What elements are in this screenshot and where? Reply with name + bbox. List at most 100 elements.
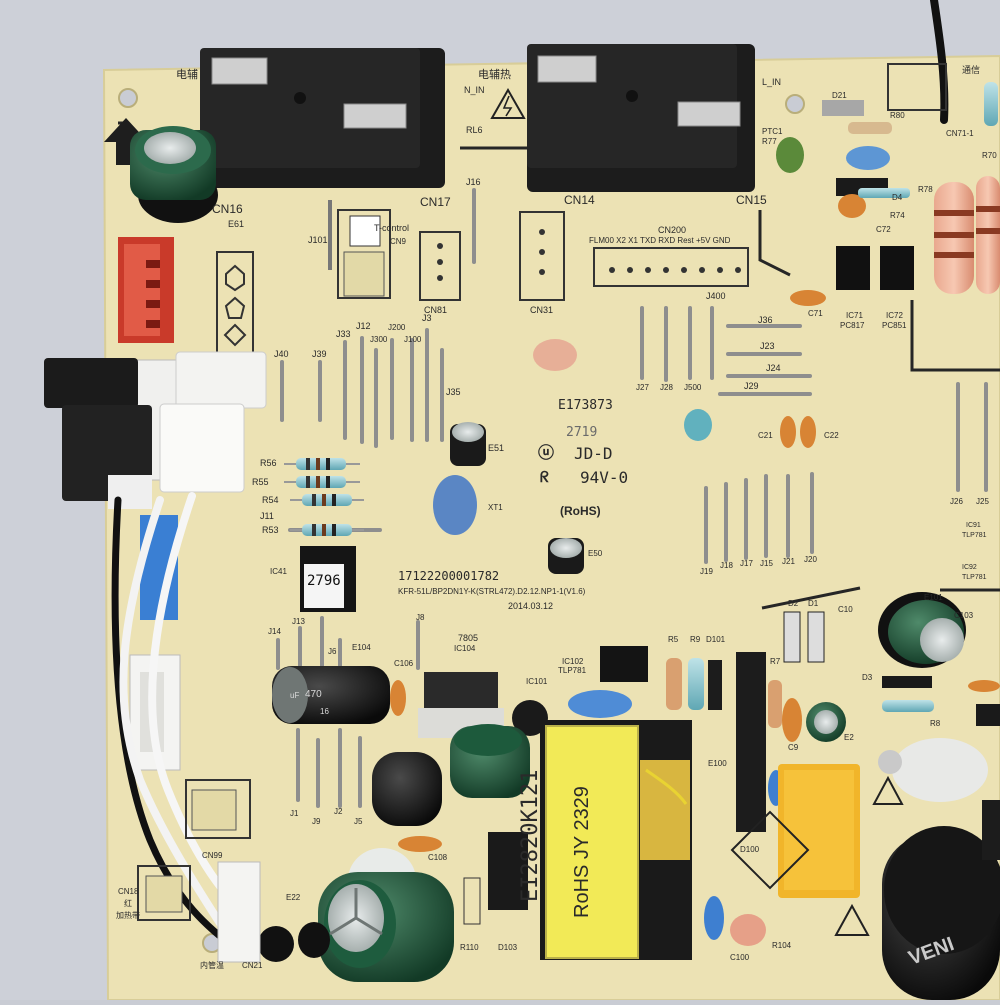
label-t-control: T-control [374,223,410,233]
label-d101: D101 [706,635,726,644]
label-c21: C21 [758,431,773,440]
warning-marks-bottom [730,775,904,936]
label-d1: D1 [808,599,819,608]
board-date-code: 2719 [566,425,598,440]
label-j15: J15 [760,559,773,568]
label-j16: J16 [466,177,481,187]
label-cn200-pins: FLM00 X2 X1 TXD RXD Rest +5V GND [589,236,731,245]
label-c103: C103 [954,611,974,620]
label-j6: J6 [328,647,337,656]
label-c100: C100 [730,953,750,962]
label-cn21: CN21 [242,961,263,970]
label-j21: J21 [782,557,795,566]
label-j8: J8 [416,613,425,622]
label-j27: J27 [636,383,649,392]
label-j13: J13 [292,617,305,626]
label-j23: J23 [760,341,775,351]
label-pc817: PC817 [840,321,865,330]
board-serial: E173873 [558,398,613,413]
label-l-in: L_IN [762,77,782,87]
label-cn18: CN18 [118,887,139,896]
label-r78: R78 [918,185,933,194]
label-tlp781-b: TLP781 [962,574,987,581]
label-j26: J26 [950,497,963,506]
mounting-hole [785,94,805,114]
label-c9: C9 [788,743,799,752]
label-ptc1: PTC1 [762,127,783,136]
relay-cn14-cn15 [527,44,755,192]
label-r74: R74 [890,211,905,220]
label-rl6: RL6 [466,125,483,135]
resistor-row [284,458,364,536]
label-c72: C72 [876,225,891,234]
arrow-mark [104,118,148,165]
red-connector [118,237,174,343]
label-d3: D3 [862,673,873,682]
label-cn15: CN15 [736,193,767,207]
label-d21: D21 [832,91,847,100]
relay-cn16-cn17 [200,48,445,188]
label-e104: E104 [352,643,371,652]
label-ic41: IC41 [270,567,287,576]
label-neiguanwen: 内管温 [200,961,224,970]
label-cn31: CN31 [530,305,554,315]
label-j200: J200 [388,323,406,332]
label-j3: J3 [422,313,432,323]
label-e61: E61 [228,219,245,229]
label-c10: C10 [838,605,853,614]
label-j40: J40 [274,349,289,359]
label-j39: J39 [312,349,327,359]
label-xt1: XT1 [488,503,503,512]
label-j100: J100 [404,335,422,344]
label-j20: J20 [804,555,817,564]
label-d100: D100 [740,845,760,854]
label-j33: J33 [336,329,351,339]
connector-cn200 [593,247,749,287]
label-r9: R9 [690,635,701,644]
label-cn200: CN200 [658,225,687,235]
label-tlp781-c: TLP781 [558,666,587,675]
label-r5: R5 [668,635,679,644]
label-j11: J11 [260,511,274,521]
label-e100: E100 [708,759,727,768]
label-r80: R80 [890,111,905,120]
label-dianfure-b: 电辅热 [478,69,511,81]
connector-cn9 [328,200,391,299]
connector-cn31 [519,211,565,301]
label-r70: R70 [982,151,997,160]
label-e22: E22 [286,893,301,902]
wires [111,0,949,954]
capacitor-c22 [800,416,816,448]
capacitor-e50 [548,538,584,574]
cap-470-volt: 16 [320,707,329,716]
capacitor-c21 [780,416,796,448]
label-c106: C106 [394,659,414,668]
label-j500: J500 [684,383,702,392]
warning-icon [490,87,526,119]
blue-marker-smudge [684,409,712,441]
label-cn81: CN81 [424,305,448,315]
label-j19: J19 [700,567,713,576]
ur-logo-icon: ᖇ [540,469,549,486]
capacitor-e51 [450,422,486,466]
label-j400: J400 [706,291,726,301]
label-d4: D4 [892,193,903,202]
transformer-marking-1: EI2820K121 [518,769,543,902]
label-d2: D2 [788,599,799,608]
label-r53: R53 [262,525,279,535]
label-r7: R7 [770,657,781,666]
label-r104: R104 [772,941,792,950]
ul-logo-icon: ⓤ [538,445,555,462]
label-j101: J101 [308,235,328,245]
label-cn9: CN9 [390,237,407,246]
label-j5: J5 [354,817,363,826]
label-e51: E51 [488,443,505,453]
label-r8: R8 [930,719,941,728]
black-plug [44,358,152,509]
board-model: KFR-51L/BP2DN1Y-K(STRL472).D2.12.NP1-1(V… [398,587,586,596]
label-7805: 7805 [458,633,479,643]
mounting-hole [118,88,138,108]
top-right-components [776,63,1000,306]
label-n-in: N_IN [464,85,485,95]
label-d103: D103 [498,943,518,952]
